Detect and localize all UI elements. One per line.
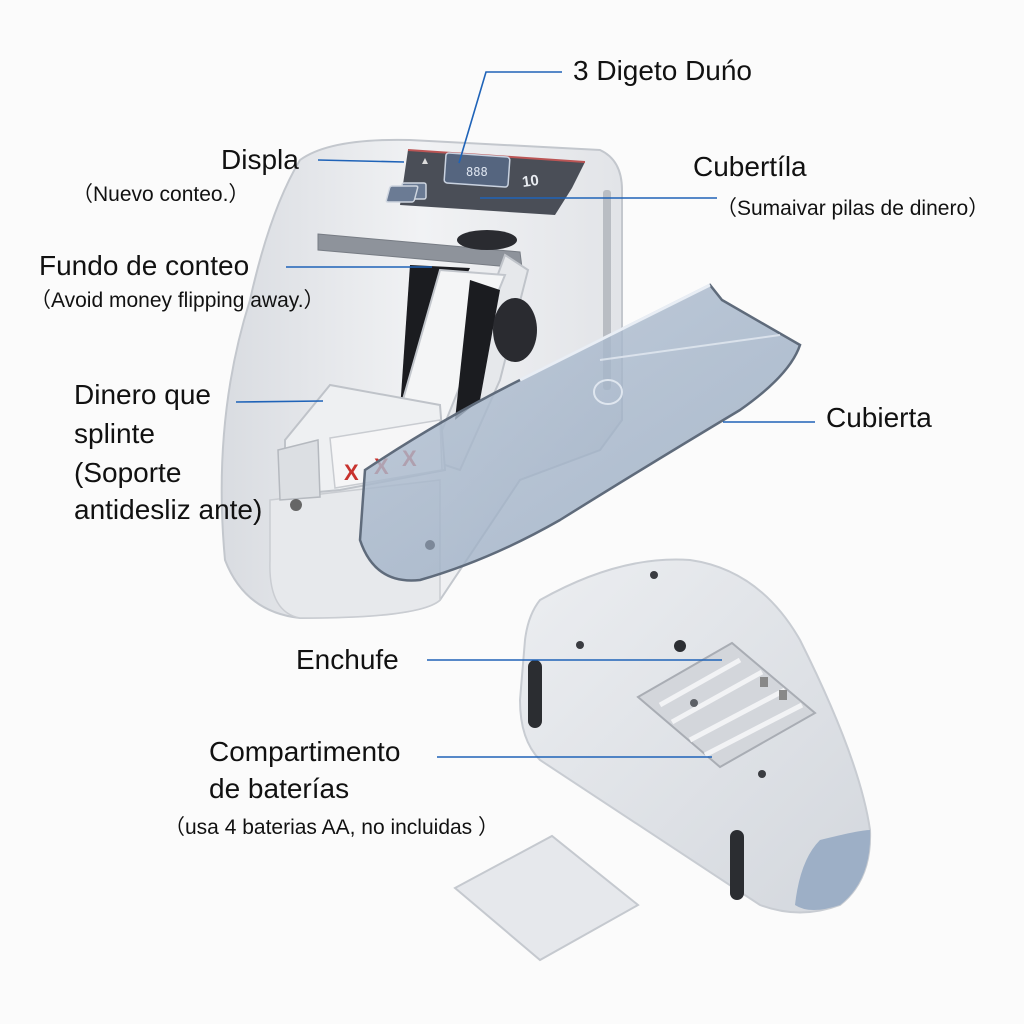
- label-money-support-note-2: antidesliz ante): [74, 494, 263, 525]
- battery-compartment: [636, 641, 817, 769]
- label-cover: Cubierta: [826, 402, 932, 433]
- svg-text:10: 10: [521, 172, 540, 191]
- label-plug: Enchufe: [296, 644, 399, 675]
- leader-lines: [235, 71, 815, 758]
- label-digit-display: 3 Digeto Duńo: [573, 55, 753, 86]
- label-display: Displa: [221, 144, 299, 175]
- label-cover-top: Cubertíla: [693, 151, 807, 182]
- label-display-note: （Nuevo conteo.）: [72, 183, 250, 206]
- label-money-support-2: splinte: [74, 418, 155, 449]
- label-money-support-1: Dinero que: [74, 379, 211, 410]
- label-counting-bottom: Fundo de conteo: [39, 250, 250, 281]
- svg-text:888: 888: [466, 165, 488, 179]
- label-money-support-note-1: (Soporte: [74, 457, 182, 488]
- battery-lid: [453, 834, 640, 962]
- svg-text:X: X: [344, 460, 359, 485]
- leader-digit-display: [458, 71, 562, 164]
- control-panel: 888 10: [385, 149, 586, 215]
- transparent-cover: [358, 283, 802, 582]
- label-cover-top-note: （Sumaivar pilas de dinero）: [716, 197, 990, 220]
- label-battery-note: （usa 4 baterias AA, no incluidas ）: [164, 816, 500, 839]
- label-counting-bottom-note: （Avoid money flipping away.）: [30, 289, 325, 312]
- label-battery-1: Compartimento: [209, 736, 401, 767]
- label-battery-2: de baterías: [209, 773, 350, 804]
- leader-money-support: [235, 400, 324, 403]
- leader-display: [317, 159, 405, 163]
